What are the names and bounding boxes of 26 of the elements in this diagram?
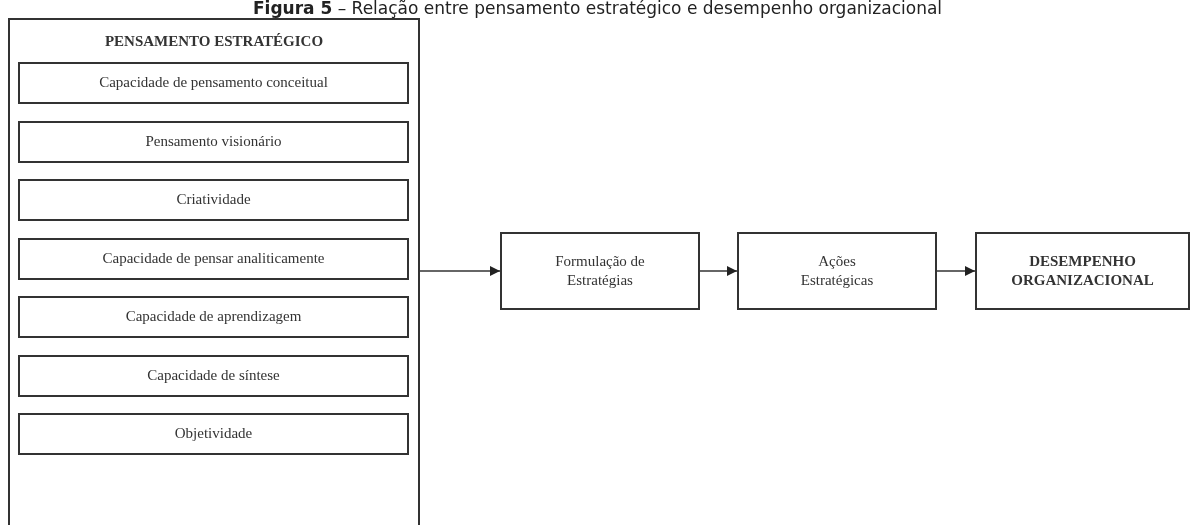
figure-title: Figura 5 – Relação entre pensamento estratégico e desempenho organizacional — [251, 0, 944, 18]
process-box — [18, 62, 409, 104]
arrow — [419, 265, 501, 277]
box-label: Capacidade de pensar analiticamente — [102, 248, 325, 268]
process-box — [18, 296, 409, 338]
box-label: Ações Estratégicas — [799, 251, 875, 290]
process-box — [737, 232, 937, 310]
box-label: Objetividade — [174, 424, 253, 444]
group-heading: PENSAMENTO ESTRATÉGICO — [103, 32, 325, 51]
arrow — [699, 265, 738, 277]
arrow — [936, 265, 976, 277]
process-box — [18, 179, 409, 221]
box-label: Capacidade de pensamento conceitual — [99, 73, 328, 93]
box-label: Capacidade de aprendizagem — [125, 307, 302, 327]
group-box — [8, 18, 420, 525]
box-label: Formulação de Estratégias — [554, 251, 646, 290]
process-box — [18, 120, 409, 163]
box-label: DESEMPENHO ORGANIZACIONAL — [1010, 251, 1155, 290]
process-box — [500, 232, 700, 310]
box-label: Pensamento visionário — [145, 131, 282, 151]
process-box — [975, 232, 1190, 310]
box-label: Capacidade de síntese — [147, 365, 280, 385]
process-box — [18, 237, 409, 280]
box-label: Criatividade — [176, 190, 251, 210]
process-box — [18, 413, 409, 455]
process-box — [18, 354, 409, 397]
